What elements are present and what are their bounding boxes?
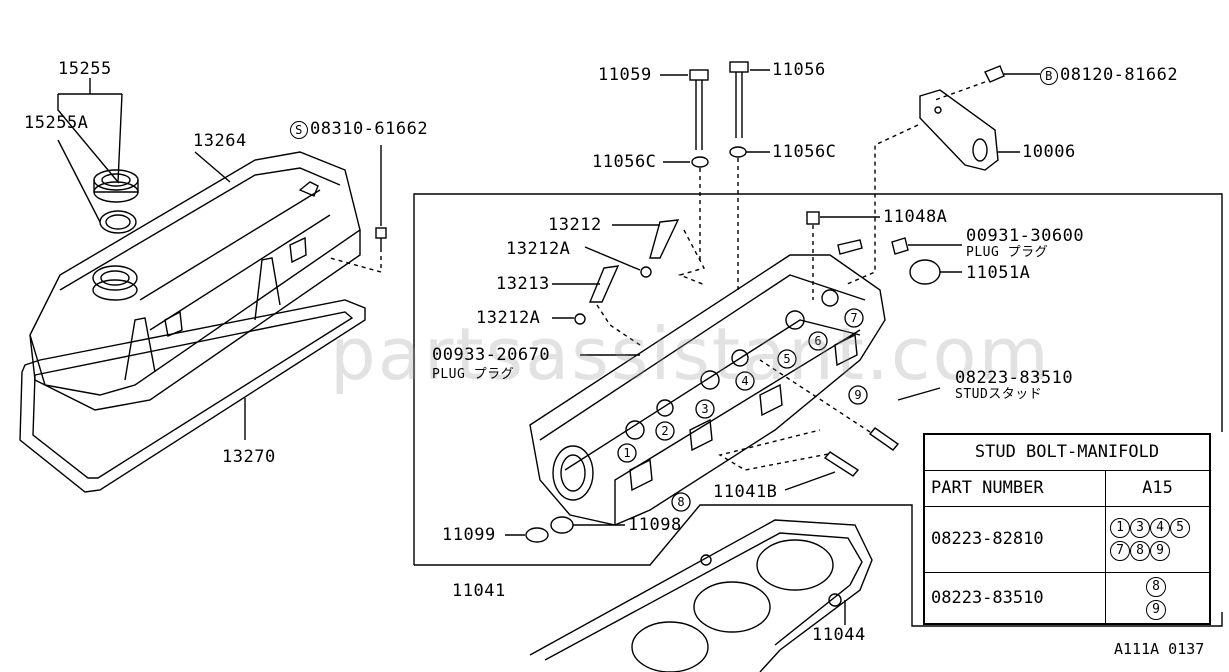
head-marker-1: 1 [623,446,630,460]
label-00931-plug: PLUG プラグ [966,245,1049,260]
mark-circle: 3 [1130,518,1150,538]
diagram-code: A111A 0137 [1114,640,1205,658]
label-08310-text: 08310-61662 [310,119,429,139]
head-marker-5: 5 [783,352,790,366]
bracket-drawing [919,65,1005,171]
plug-11051a-drawing [909,259,941,285]
circle-b-marker: B [1040,67,1058,85]
rocker-gasket-drawing [19,299,366,493]
head-marker-7: 7 [850,311,857,325]
head-bolts-drawing [689,61,749,168]
label-11099: 11099 [442,525,496,545]
head-group-frame [413,193,1223,565]
valve-guides-drawing [574,219,680,325]
label-11098: 11098 [628,515,682,535]
head-group-frame-bottom [414,504,1223,627]
label-11056c-left: 11056C [592,152,657,172]
watermark: partsassistant.com [330,312,1051,396]
label-13270: 13270 [222,447,276,467]
label-15255: 15255 [58,59,112,79]
head-number-markers [617,308,868,512]
mark-circle: 9 [1150,541,1170,561]
label-13212a-bottom: 13212A [476,308,541,328]
label-00931-30600: 00931-30600 [966,226,1085,246]
mark-circle: 8 [1146,576,1166,597]
label-08223-stud: STUDスタッド [955,387,1043,402]
label-15255a: 15255A [24,113,89,133]
table-cell-part: 08223-83510 [923,571,1106,624]
circle-s-marker: S [290,121,308,139]
head-marker-6: 6 [814,334,821,348]
table-row: 08223-83510 89 [923,571,1211,624]
label-08120-text: 08120-81662 [1060,65,1179,85]
table-header-part-number: PART NUMBER [923,469,1106,507]
table-cell-marks: 89 [1105,571,1211,624]
label-08223-83510: 08223-83510 [955,368,1074,388]
label-11059: 11059 [598,65,652,85]
label-00933-plug: PLUG プラグ [432,367,515,382]
mark-circle: 7 [1110,541,1130,561]
table-cell-part: 08223-82810 [923,505,1106,573]
table-title: STUD BOLT-MANIFOLD [923,433,1211,471]
label-00933-20670: 00933-20670 [432,345,551,365]
head-marker-4: 4 [741,374,748,388]
label-11051a: 11051A [966,263,1031,283]
mark-circle: 9 [1146,599,1166,620]
cylinder-head-drawing [529,254,886,526]
label-11056: 11056 [772,60,826,80]
label-13213: 13213 [496,274,550,294]
cover-bolt-drawing [329,145,387,273]
label-13212a-top: 13212A [506,239,571,259]
label-11044: 11044 [812,625,866,645]
label-11041: 11041 [452,581,506,601]
label-11041b: 11041B [713,482,778,502]
label-11056c-right: 11056C [772,142,837,162]
mark-circle: 4 [1150,518,1170,538]
mark-circle: 5 [1170,518,1190,538]
label-10006: 10006 [1022,142,1076,162]
head-gasket-drawing [529,519,873,672]
mark-circle: 1 [1110,518,1130,538]
head-marker-3: 3 [701,402,708,416]
head-marker-9: 9 [854,388,861,402]
label-13212: 13212 [548,215,602,235]
head-marker-2: 2 [661,424,668,438]
stud-11048a-drawing [806,211,820,225]
label-13264: 13264 [193,131,247,151]
mark-circle: 8 [1130,541,1150,561]
stud-bolt-manifold-table: STUD BOLT-MANIFOLD PART NUMBER A15 08223… [923,433,1211,625]
rocker-cover-drawing [29,151,361,411]
label-11048a: 11048A [883,207,948,227]
table-header-a15: A15 [1105,469,1211,507]
head-marker-8: 8 [677,495,684,509]
